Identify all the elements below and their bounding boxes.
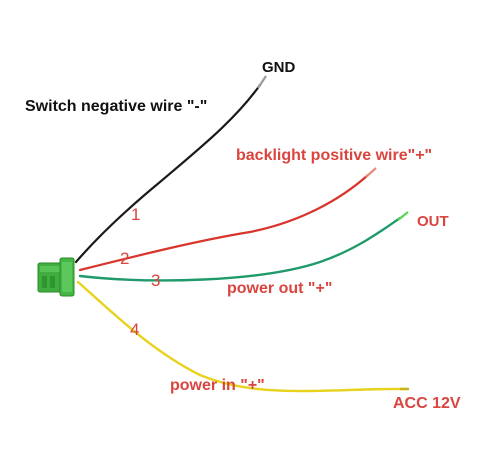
- red-wire-tip: [365, 167, 377, 178]
- connector-icon: [37, 257, 75, 297]
- pin-number-3: 3: [151, 271, 161, 290]
- black-wire: [74, 83, 262, 264]
- gnd-label: GND: [262, 59, 296, 76]
- pin-number-4: 4: [130, 320, 140, 339]
- power-in-label: power in "+": [170, 377, 265, 394]
- green-wire-tip: [397, 211, 409, 221]
- black-wire-tip: [257, 75, 267, 89]
- green-wire: [78, 216, 402, 282]
- backlight-positive-label: backlight positive wire"+": [236, 147, 433, 164]
- power-out-label: power out "+": [227, 280, 333, 297]
- yellow-wire: [76, 280, 410, 393]
- out-label: OUT: [417, 213, 449, 230]
- pin-number-2: 2: [120, 249, 130, 268]
- switch-negative-label: Switch negative wire "-": [25, 98, 208, 115]
- acc-12v-label: ACC 12V: [393, 395, 461, 412]
- pin-number-1: 1: [131, 205, 141, 224]
- red-wire: [78, 173, 370, 272]
